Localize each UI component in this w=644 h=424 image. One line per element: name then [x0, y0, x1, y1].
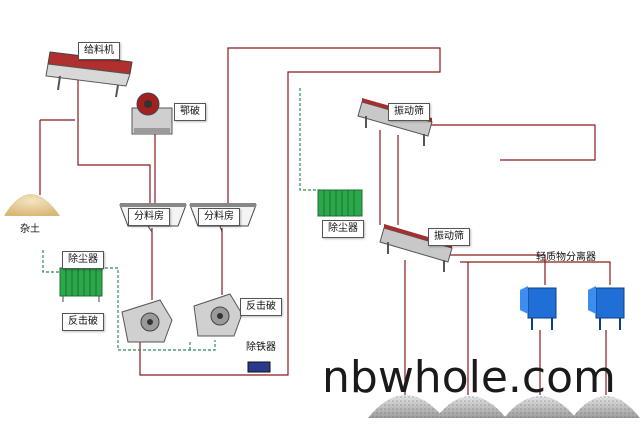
impact-crusher-right-label: 反击破 [240, 298, 282, 316]
impact-crusher-left-label: 反击破 [62, 313, 104, 331]
jaw-crusher-label: 鄂破 [174, 103, 206, 121]
dust-collector-right-machine [317, 189, 363, 217]
feeder-label: 给料机 [78, 42, 120, 60]
light-separator-left-machine [520, 286, 557, 330]
watermark-text: nbwhole.com [322, 352, 616, 403]
dust-duct-lines [42, 88, 320, 351]
soil-pile [4, 194, 60, 216]
gravel-piles [368, 395, 640, 418]
dust-collector-left-label: 除尘器 [62, 251, 104, 269]
iron-remover-machine [247, 361, 271, 373]
impact-crusher-left-machine [121, 299, 173, 343]
dust-collector-right-label: 除尘器 [322, 220, 364, 238]
light-separator-label: 轻质物分离器 [536, 252, 596, 263]
vibrating-screen-mid-label: 振动筛 [428, 228, 470, 246]
bin-left-label: 分料房 [128, 208, 170, 226]
bin-right-label: 分料房 [198, 208, 240, 226]
jaw-crusher-machine [131, 92, 173, 135]
soil-label: 杂土 [20, 224, 40, 235]
vibrating-screen-top-label: 振动筛 [388, 103, 430, 121]
iron-remover-label: 除铁器 [246, 342, 276, 353]
light-separator-right-machine [588, 286, 625, 330]
flow-lines [39, 47, 611, 395]
impact-crusher-right-machine [193, 293, 243, 337]
dust-collector-left-machine [59, 267, 103, 302]
